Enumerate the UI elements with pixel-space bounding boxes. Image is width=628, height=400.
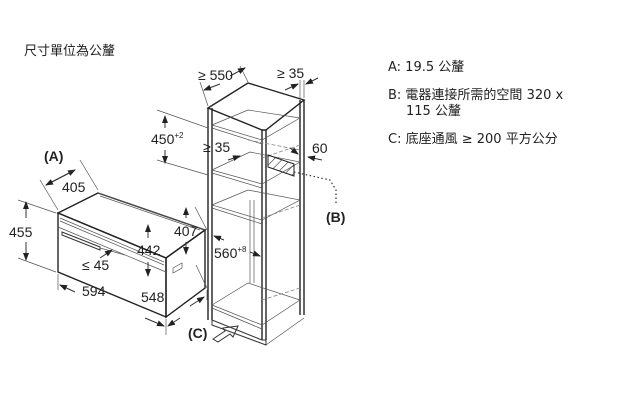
- dim-back-gap-top: ≥ 35: [277, 65, 304, 81]
- legend-item-c: C: 底座通風 ≥ 200 平方公分: [388, 132, 558, 147]
- legend-item-b-line2: 115 公釐: [406, 104, 461, 119]
- dim-442: 442: [137, 242, 161, 258]
- appliance-side: [165, 228, 206, 319]
- legend-item-b: B: 電器連接所需的空間 320 x 115 公釐: [388, 88, 563, 120]
- dim-455: 455: [9, 224, 33, 240]
- appliance-handle: [61, 231, 101, 251]
- dim-handle-gap: ≤ 45: [82, 257, 109, 273]
- legend-item-b-line1: B: 電器連接所需的空間 320 x: [388, 88, 564, 103]
- label-b: (B): [326, 209, 345, 225]
- dim-407: 407: [174, 223, 198, 239]
- legend: A: 19.5 公釐 B: 電器連接所需的空間 320 x 115 公釐 C: …: [388, 60, 563, 160]
- dim-back-gap: ≥ 35: [203, 139, 230, 155]
- appliance-label: (A): [44, 148, 63, 164]
- connection-area: [267, 154, 295, 177]
- appliance-drawing: [56, 192, 207, 319]
- dim-548: 548: [141, 289, 165, 305]
- dim-405: 405: [62, 179, 86, 195]
- ventilation-arrow-icon: [212, 325, 239, 343]
- legend-item-a: A: 19.5 公釐: [388, 60, 465, 75]
- unit-note: 尺寸單位為公釐: [24, 44, 116, 59]
- dim-niche-height: 450+2: [151, 131, 184, 147]
- dim-594: 594: [82, 283, 106, 299]
- dim-niche-width: 560+8: [214, 245, 247, 261]
- dim-cabinet-width: ≥ 550: [198, 67, 233, 83]
- cabinet-drawing: [206, 82, 337, 346]
- label-c: (C): [188, 325, 207, 341]
- cabinet-top: [206, 82, 306, 131]
- dim-side-depth: 60: [312, 140, 328, 156]
